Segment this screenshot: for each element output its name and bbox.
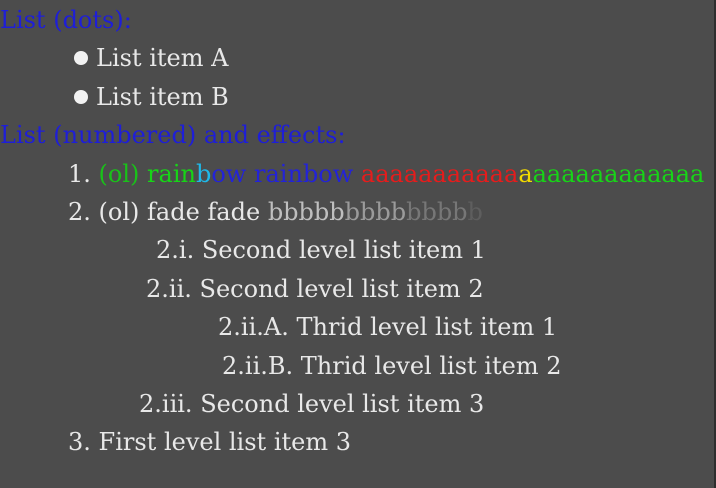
list-item-text: First level list item 3 — [98, 428, 352, 456]
ol-prefix: (ol) — [98, 160, 140, 188]
list-item-text: Second level list item 2 — [199, 275, 484, 303]
list-item-text: Second level list item 3 — [200, 390, 485, 418]
list-marker: 3. — [68, 428, 91, 456]
rainbow-text-2: rainbow — [253, 160, 354, 188]
bullet-icon — [74, 50, 88, 65]
list-item-text: Second level list item 1 — [201, 236, 486, 264]
numbered-item-1: 1. (ol) rainbow rainbow aaaaaaaaaaaaaaaa… — [68, 156, 704, 192]
list-marker: 2.ii.A. — [218, 313, 289, 341]
list-marker: 2.ii. — [146, 275, 192, 303]
dots-list-item: List item B — [74, 79, 229, 115]
dots-list-item: List item A — [74, 40, 228, 76]
numbered-list-heading: List (numbered) and effects: — [0, 121, 346, 149]
numbered-item-3: 3. First level list item 3 — [68, 424, 351, 460]
list-item-text: Thrid level list item 1 — [296, 313, 558, 341]
bullet-icon — [74, 89, 88, 104]
list-item-text: List item A — [96, 44, 229, 72]
dots-list-heading: List (dots): — [0, 6, 132, 34]
list-marker: 2.i. — [156, 236, 195, 264]
list-marker: 2.iii. — [139, 390, 193, 418]
numbered-item-2-ii-B: 2.ii.B. Thrid level list item 2 — [222, 348, 561, 384]
numbered-item-2-ii-A: 2.ii.A. Thrid level list item 1 — [218, 309, 557, 345]
numbered-item-2-i: 2.i. Second level list item 1 — [156, 232, 486, 268]
color-run: aaaaaaaaaaaaaaaaaaaaaaaa — [360, 160, 705, 188]
list-marker: 2. — [68, 198, 91, 226]
list-item-text: List item B — [96, 83, 229, 111]
list-marker: 2.ii.B. — [222, 352, 294, 380]
numbered-item-2-ii: 2.ii. Second level list item 2 — [146, 271, 484, 307]
list-marker: 1. — [68, 160, 91, 188]
numbered-item-2: 2. (ol) fade fade bbbbbbbbbbbbbb — [68, 194, 483, 230]
numbered-item-2-iii: 2.iii. Second level list item 3 — [139, 386, 484, 422]
fade-text: bbbbbbbbbbbbbb — [267, 198, 483, 226]
list-item-text: (ol) fade fade — [98, 198, 261, 226]
list-item-text: Thrid level list item 2 — [300, 352, 562, 380]
rainbow-text: rainbow — [147, 160, 247, 188]
